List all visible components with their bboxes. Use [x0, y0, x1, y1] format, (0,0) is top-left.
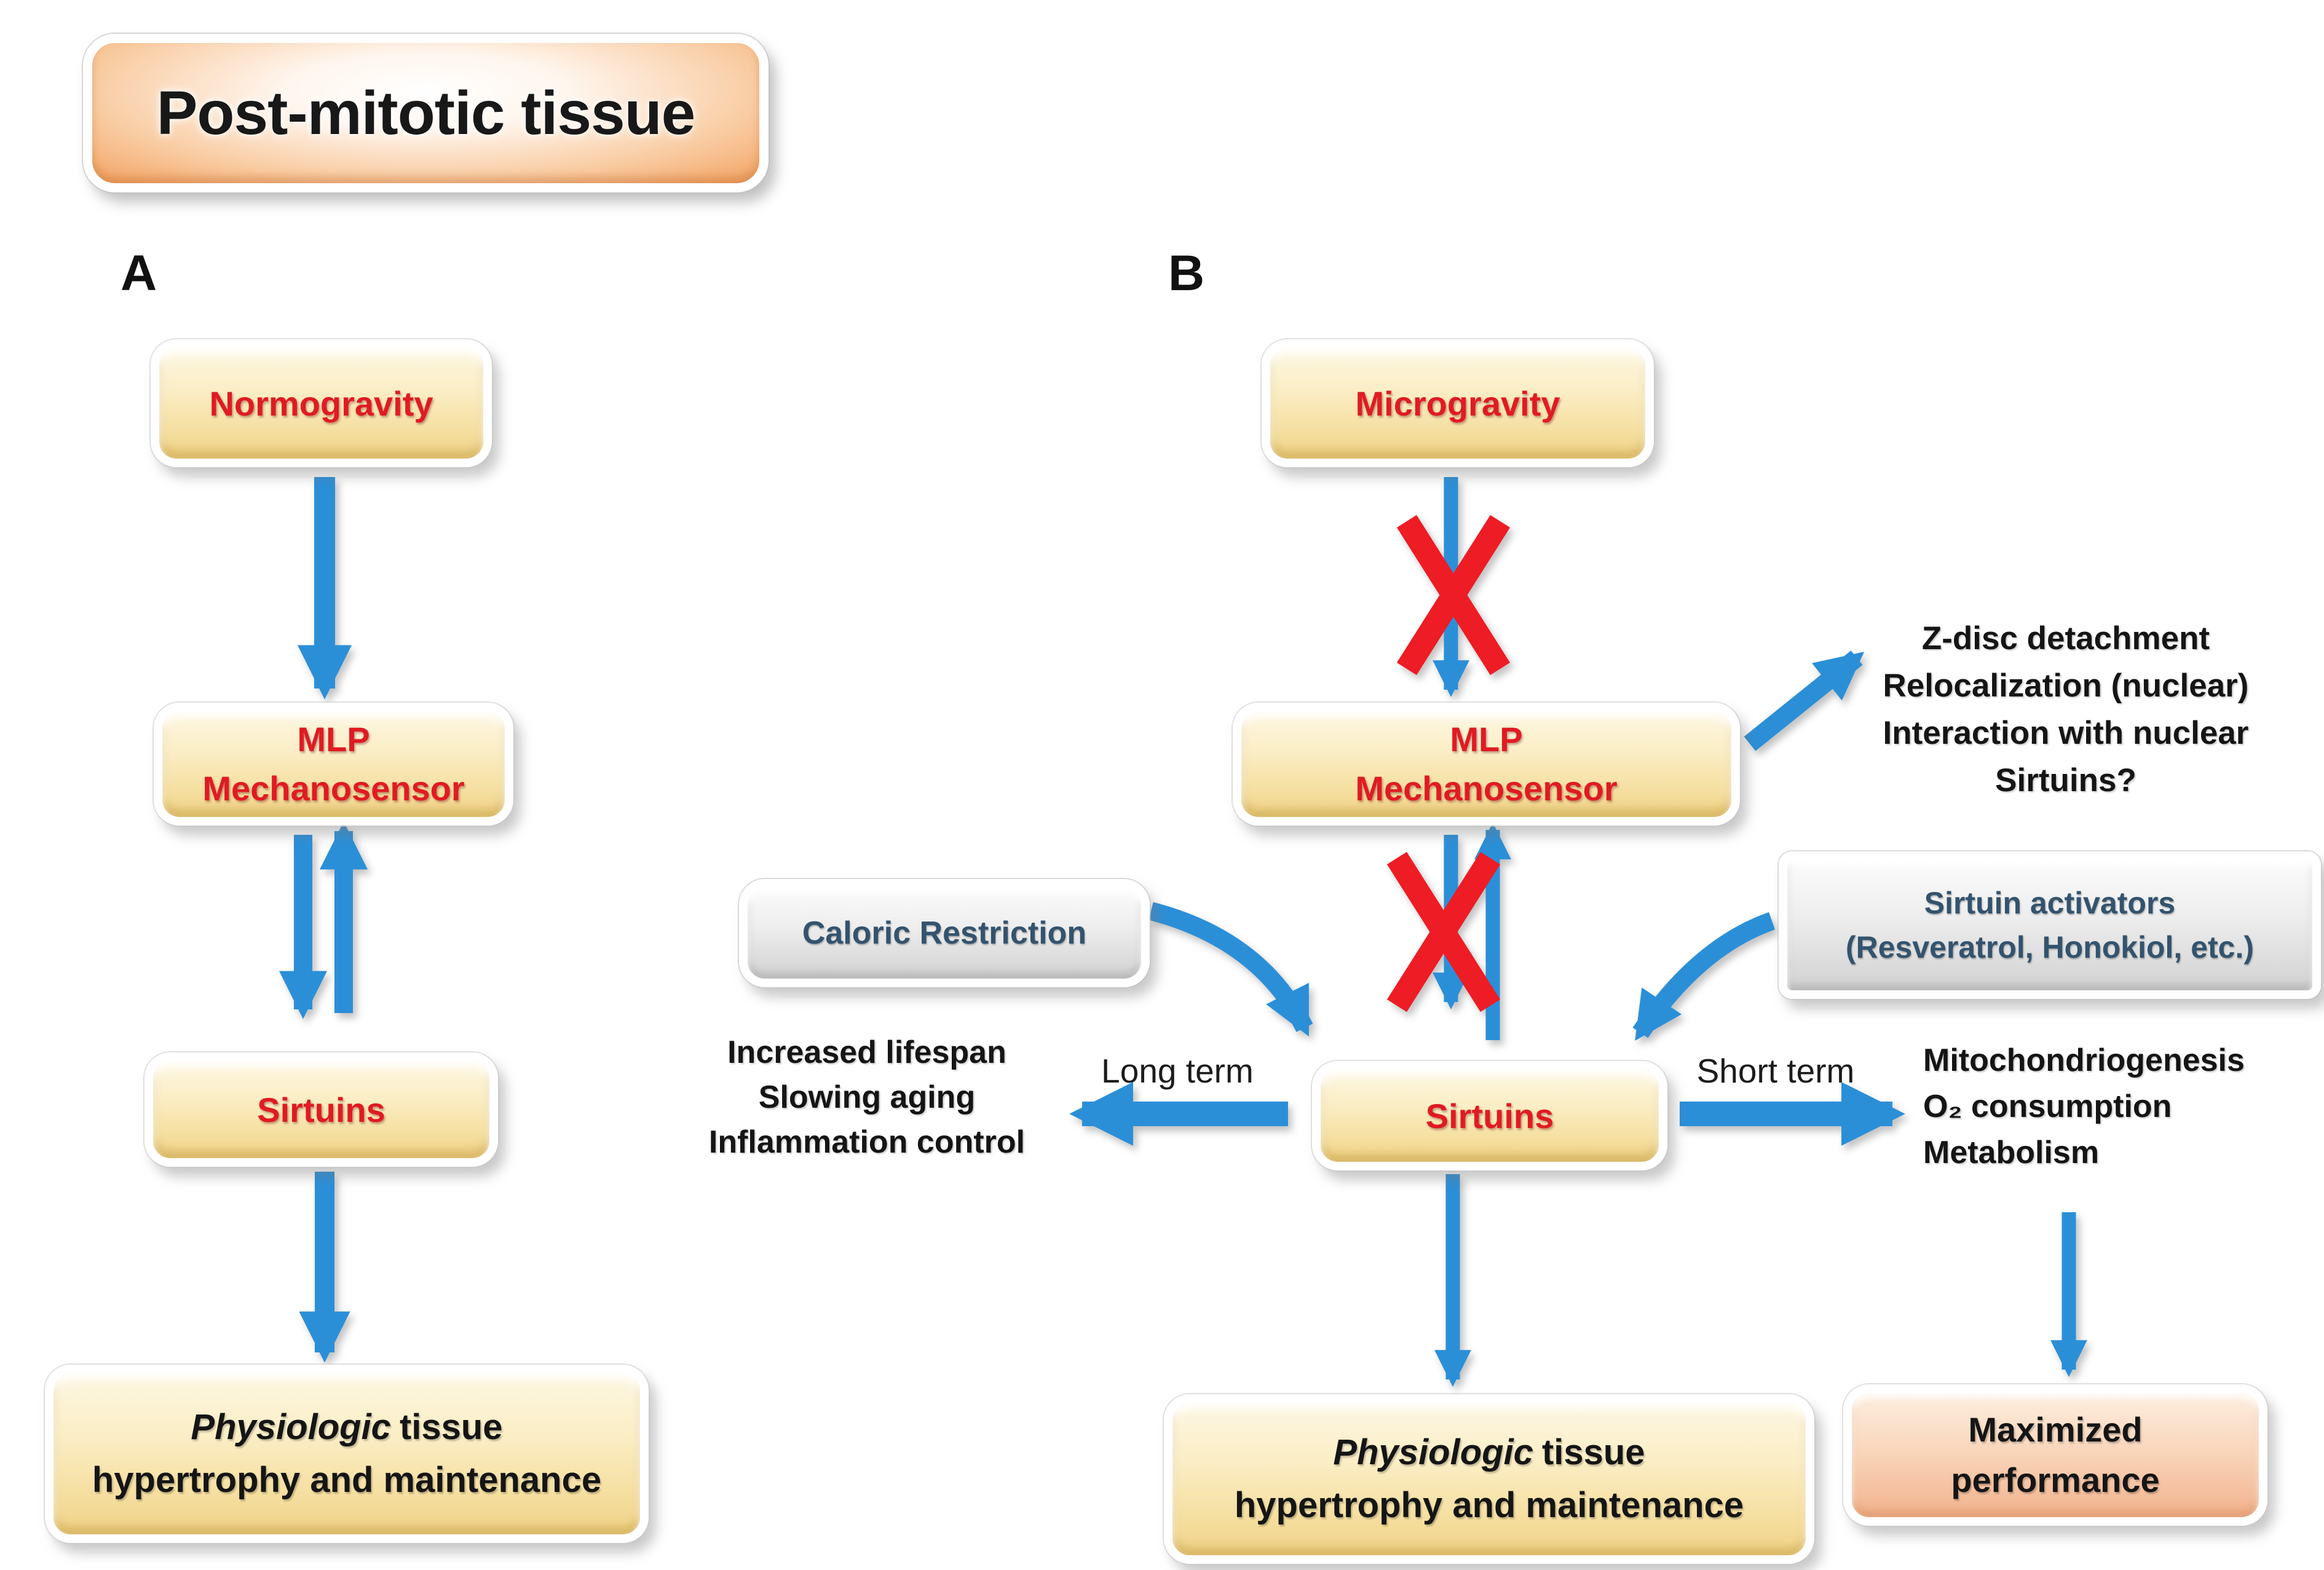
- sirtuins-box-b-label: Sirtuins: [1425, 1096, 1554, 1135]
- arrow-mlp-b-to-zdisc-note: [1744, 650, 1865, 751]
- maximized-performance-line2: performance: [1951, 1461, 2160, 1499]
- panel-b-label: B: [1168, 245, 1205, 301]
- normogravity-box-label: Normogravity: [209, 384, 433, 423]
- normogravity-box: Normogravity: [151, 339, 492, 467]
- mlp-box-a-line2: Mechanosensor: [202, 769, 465, 808]
- sirtuins-box-a: Sirtuins: [144, 1052, 498, 1167]
- mlp-mechanosensor-box-a: MLP Mechanosensor: [154, 703, 513, 826]
- mlp-mechanosensor-box-b: MLP Mechanosensor: [1233, 703, 1740, 826]
- caloric-restriction-box: Caloric Restriction: [739, 879, 1150, 987]
- mlp-box-a-line1: MLP: [297, 720, 370, 759]
- microgravity-box: Microgravity: [1262, 339, 1654, 467]
- sirtuins-box-a-label: Sirtuins: [257, 1090, 385, 1129]
- long-term-effects: Increased lifespan Slowing aging Inflamm…: [708, 1035, 1026, 1160]
- caloric-restriction-label: Caloric Restriction: [802, 915, 1087, 951]
- short-term-label: Short term: [1696, 1052, 1855, 1090]
- blocked-cross-icon: [1386, 851, 1501, 1012]
- outcome-box-b-line2: hypertrophy and maintenance: [1234, 1485, 1744, 1525]
- outcome-box-a-line2: hypertrophy and maintenance: [92, 1460, 602, 1500]
- maximized-performance-line1: Maximized: [1968, 1410, 2143, 1449]
- title-banner: Post-mitotic tissue: [83, 34, 769, 192]
- blocked-cross-icon: [1396, 515, 1511, 676]
- sirtuins-box-b: Sirtuins: [1312, 1061, 1667, 1170]
- sirtuin-activators-box: Sirtuin activators (Resveratrol, Honokio…: [1779, 851, 2321, 999]
- long-term-label: Long term: [1101, 1052, 1254, 1090]
- sirtuin-activators-line1: Sirtuin activators: [1924, 886, 2176, 920]
- short-term-effects: Mitochondriogenesis O₂ consumption Metab…: [1923, 1043, 2245, 1170]
- zdisc-annotation: Z-disc detachment Relocalization (nuclea…: [1883, 620, 2249, 799]
- arrow-caloric-to-sirtuins-b: [1148, 902, 1313, 1036]
- sirtuin-activators-line2: (Resveratrol, Honokiol, etc.): [1845, 930, 2255, 964]
- panel-a-label: A: [121, 245, 157, 301]
- microgravity-box-label: Microgravity: [1355, 384, 1560, 423]
- maximized-performance-box: Maximized performance: [1843, 1384, 2267, 1526]
- mlp-box-b-line1: MLP: [1450, 720, 1523, 759]
- page-title: Post-mitotic tissue: [156, 78, 696, 148]
- mlp-box-b-line2: Mechanosensor: [1355, 769, 1618, 808]
- arrow-activators-to-sirtuins-b: [1632, 912, 1776, 1041]
